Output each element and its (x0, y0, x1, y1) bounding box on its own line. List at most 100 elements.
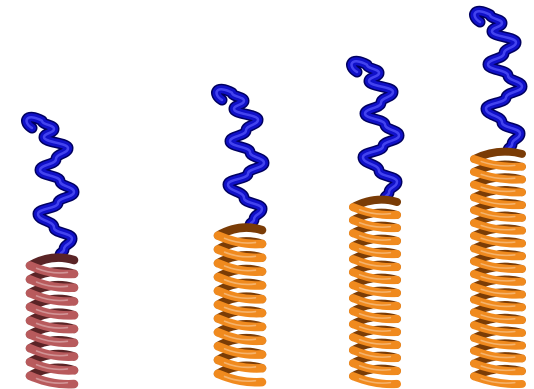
helix-shine (223, 292, 257, 300)
helix-front-strand (25, 330, 79, 348)
helix-shine (480, 237, 516, 244)
helix-front-strand (348, 320, 402, 337)
helix-front-strand (213, 369, 267, 387)
helix-shine (358, 234, 392, 241)
helix-shine (480, 314, 516, 320)
helix-front-strand (348, 333, 402, 350)
molecule-2 (211, 83, 270, 387)
helix-front-strand (470, 295, 526, 312)
helix-shine (35, 322, 69, 329)
helix-front-strand (348, 216, 402, 233)
helix-front-strand (348, 359, 402, 376)
helix-shine (358, 260, 392, 267)
helix-shine (358, 208, 392, 215)
helix-shine (480, 365, 516, 372)
helix-front-strand (348, 229, 402, 246)
helix-shine (358, 377, 392, 384)
helix-front-strand (213, 286, 267, 304)
helix-front-strand (213, 355, 267, 373)
helix-front-strand (25, 275, 79, 293)
coil-highlight (25, 116, 76, 257)
helix-front-strand (348, 372, 402, 389)
helix-shine (358, 351, 392, 358)
helix-shine (358, 312, 392, 319)
helix-front-strand (25, 343, 79, 361)
helix-front-strand (348, 307, 402, 324)
helix-front-strand (470, 308, 526, 325)
helix-shine (480, 288, 516, 295)
helix-shine (480, 263, 516, 269)
helix-shine (480, 250, 516, 257)
helix-front-strand (470, 346, 526, 363)
helix-front-strand (470, 321, 526, 337)
helix-shine (480, 199, 516, 205)
helix-shine (358, 273, 392, 280)
helix-front-strand (348, 255, 402, 272)
helix-front-strand (348, 242, 402, 259)
helix-shine (35, 295, 69, 302)
helix-front-strand (470, 193, 526, 210)
helix-shine (223, 278, 257, 286)
helix-shine (358, 221, 392, 228)
helix-front-strand (213, 314, 267, 332)
helix-front-strand (213, 272, 267, 290)
helix-shine (35, 308, 69, 316)
helix-front-strand (470, 155, 526, 171)
helix-shine (35, 336, 69, 343)
helix-front-strand (470, 270, 526, 286)
helix-shine (480, 339, 516, 346)
helix-shine (480, 275, 516, 282)
helix-front-strand (470, 231, 526, 248)
helix-front-strand (470, 257, 526, 274)
helix-front-strand (470, 180, 526, 197)
helix-front-strand (348, 294, 402, 311)
helix-front-strand (348, 203, 402, 220)
helix-shine (480, 378, 516, 384)
helix-front-strand (25, 316, 79, 334)
helix-front-strand (470, 333, 526, 350)
helix-front-strand (213, 245, 267, 263)
molecule-1 (21, 111, 80, 389)
helix-front-strand (470, 244, 526, 261)
helix-shine (223, 306, 257, 313)
helix-shine (480, 160, 516, 167)
helix-front-strand (348, 346, 402, 363)
helix-shine (480, 211, 516, 218)
helix-shine (358, 325, 392, 332)
helix-front-strand (25, 302, 79, 320)
helix-front-strand (213, 231, 267, 249)
helix-shine (358, 286, 392, 293)
helix-front-strand (348, 281, 402, 298)
helix-front-strand (470, 167, 526, 184)
helix-front-strand (213, 258, 267, 276)
molecule-3 (346, 55, 405, 389)
helix-front-strand (25, 371, 79, 389)
helix-shine (223, 237, 257, 244)
helix-front-strand (213, 341, 267, 359)
helix-shine (358, 247, 392, 254)
molecule-4 (469, 5, 528, 389)
helix-front-strand (25, 261, 79, 279)
helix-shine (223, 320, 257, 327)
helix-shine (480, 352, 516, 359)
helix-front-strand (348, 268, 402, 285)
coil-highlight (350, 60, 401, 200)
helix-front-strand (470, 206, 526, 222)
helix-front-strand (470, 372, 526, 389)
helix-shine (358, 338, 392, 345)
helix-shine (35, 350, 69, 357)
helix-shine (480, 186, 516, 193)
helix-shine (223, 251, 257, 258)
helix-front-strand (25, 288, 79, 306)
helix-shine (223, 375, 257, 383)
helix-shine (223, 361, 257, 369)
helix-shine (223, 334, 257, 341)
helix-shine (358, 299, 392, 306)
helix-shine (480, 301, 516, 308)
helix-shine (223, 348, 257, 355)
helix-shine (35, 281, 69, 288)
helix-front-strand (213, 328, 267, 346)
helix-shine (480, 173, 516, 180)
